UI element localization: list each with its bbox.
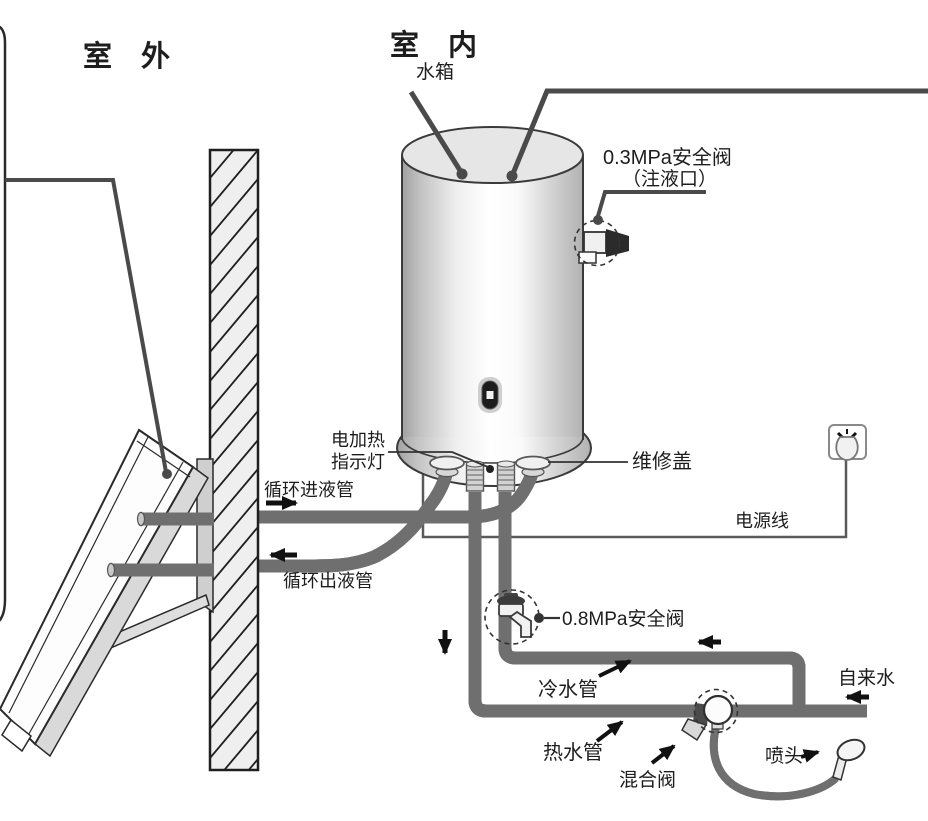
label-hot-water-pipe: 热水管 — [543, 742, 603, 764]
label-mixing-valve: 混合阀 — [619, 770, 677, 791]
label-maintenance-cover: 维修盖 — [632, 451, 692, 473]
region-label-indoor: 室 内 — [390, 30, 478, 62]
power-outlet-icon — [828, 424, 867, 461]
water-tank — [396, 126, 592, 487]
cold-water-pipe — [498, 492, 806, 706]
pointer-arrow-hot-pipe — [595, 720, 624, 743]
collector-panel — [0, 428, 195, 746]
exterior-wall — [208, 148, 260, 772]
leader-heater-indicator — [388, 451, 494, 473]
label-heater-indicator-line1: 电加热 — [331, 430, 385, 450]
solar-collector — [0, 428, 215, 758]
pointer-arrow-mixing-valve — [650, 744, 676, 765]
heater-indicator-light — [478, 377, 502, 413]
tank-pipe-nipples — [465, 460, 516, 492]
pointer-arrow-shower-head — [800, 749, 820, 763]
circulation-outlet-pipe — [255, 470, 447, 573]
label-water-tank: 水箱 — [416, 62, 455, 83]
leader-tank-top-right — [506, 88, 928, 182]
leader-top-safety-valve — [593, 190, 706, 225]
label-circulation-inlet-pipe: 循环进液管 — [264, 480, 354, 500]
top-safety-valve-icon — [573, 219, 629, 267]
label-top-safety-valve: 0.3MPa安全阀 — [603, 147, 732, 169]
collector-pipe-stubs — [108, 511, 215, 578]
label-heater-indicator-line2: 指示灯 — [331, 452, 385, 472]
left-clipped-panel-edge — [0, 25, 7, 622]
collector-foot — [1, 718, 32, 753]
tank-bottom-seam — [401, 436, 584, 464]
leader-lower-safety-valve — [534, 613, 560, 623]
hot-water-pipe — [468, 492, 867, 718]
lower-safety-valve-icon — [484, 589, 540, 645]
tank-port-flanges — [429, 455, 551, 478]
label-shower-head: 喷头 — [765, 746, 804, 767]
shower-head-icon — [832, 738, 866, 781]
label-circulation-outlet-pipe: 循环出液管 — [283, 571, 373, 591]
mixing-valve-icon — [681, 688, 739, 742]
label-lower-safety-valve: 0.8MPa安全阀 — [562, 609, 685, 630]
leader-collector — [5, 178, 172, 479]
region-label-outdoor: 室 外 — [83, 41, 171, 73]
shower-hose — [714, 727, 836, 796]
label-top-safety-valve-sub: （注液口） — [622, 169, 718, 190]
label-tap-water: 自来水 — [838, 668, 896, 689]
leader-water-tank — [408, 90, 468, 180]
tank-top — [401, 126, 584, 184]
pointer-arrow-cold-pipe — [598, 659, 632, 678]
label-cold-water-pipe: 冷水管 — [538, 679, 598, 701]
label-power-cord: 电源线 — [735, 511, 789, 531]
